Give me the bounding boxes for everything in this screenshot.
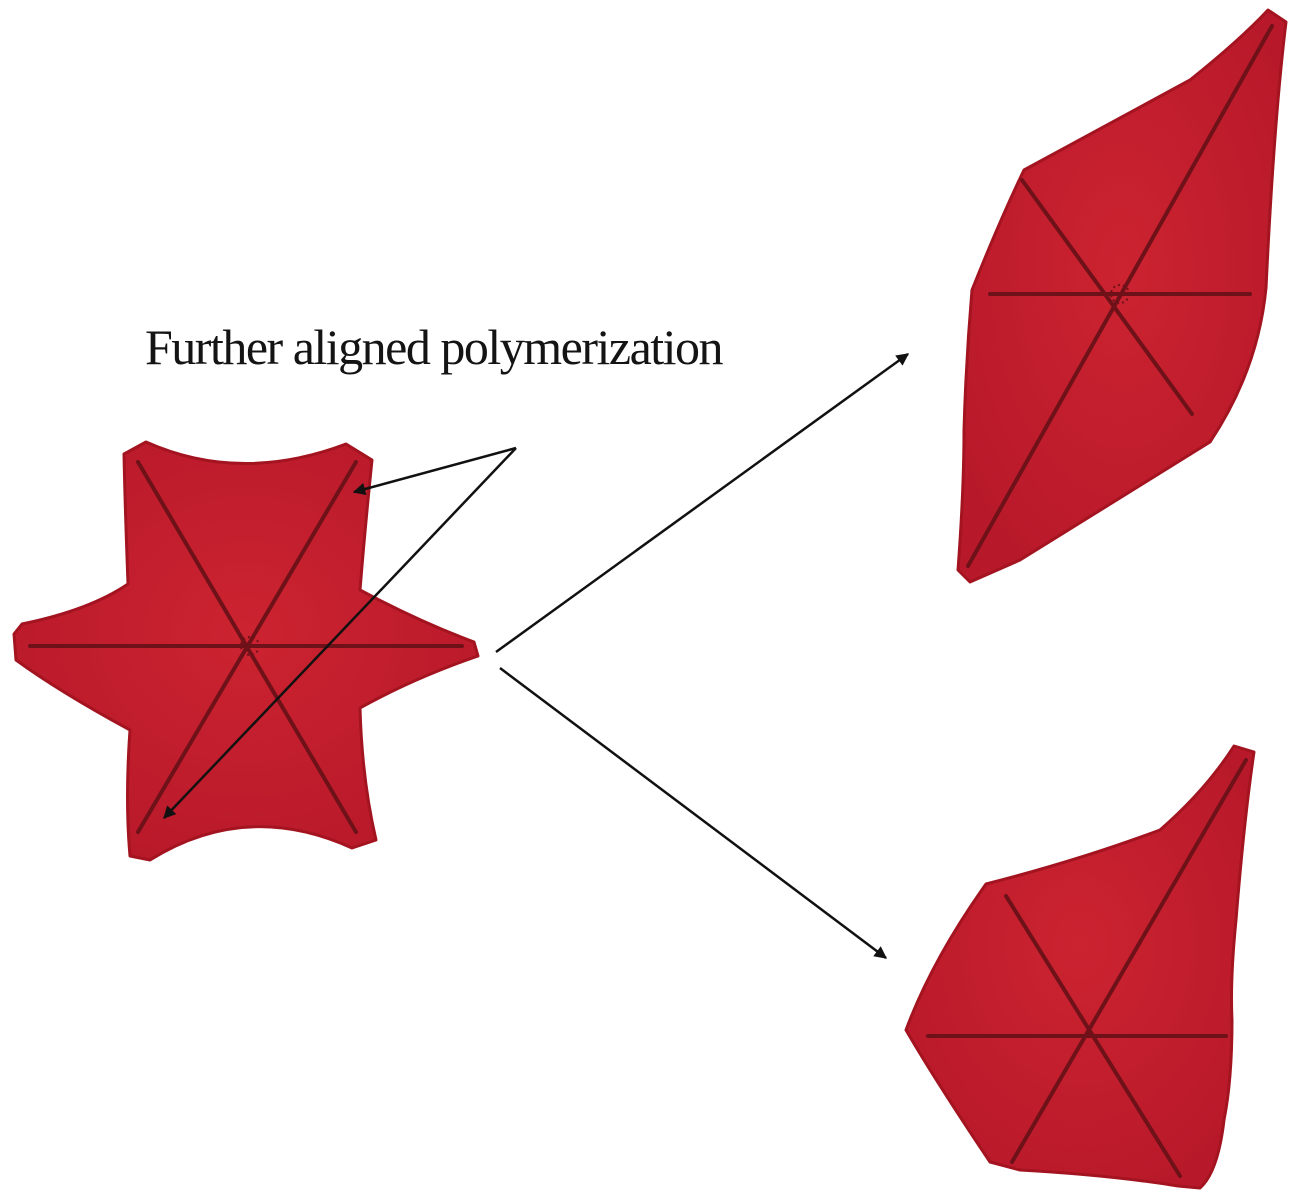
initial-star-cell	[12, 440, 480, 862]
transition-arrow-to-teardrop	[499, 667, 887, 959]
filament	[1010, 758, 1248, 1164]
filament	[966, 24, 1274, 568]
actin-filaments	[28, 460, 464, 834]
filament-core	[1110, 284, 1130, 304]
elongated-cell-top-right	[956, 8, 1288, 584]
diagram-caption: Further aligned polymerization	[145, 319, 724, 375]
filament	[136, 460, 358, 834]
filament	[1020, 178, 1194, 416]
polymerization-arrow-lower-tip	[163, 447, 517, 819]
arrows	[163, 352, 910, 959]
actin-filaments	[926, 758, 1248, 1178]
polymerization-arrow-upper-tip	[352, 446, 517, 496]
filament-core	[240, 636, 260, 656]
filament	[1004, 894, 1182, 1178]
cell-membrane	[904, 744, 1256, 1190]
transition-arrow-to-elongated	[495, 352, 910, 654]
actin-filaments	[966, 24, 1274, 568]
teardrop-cell-bottom-right	[904, 744, 1256, 1190]
